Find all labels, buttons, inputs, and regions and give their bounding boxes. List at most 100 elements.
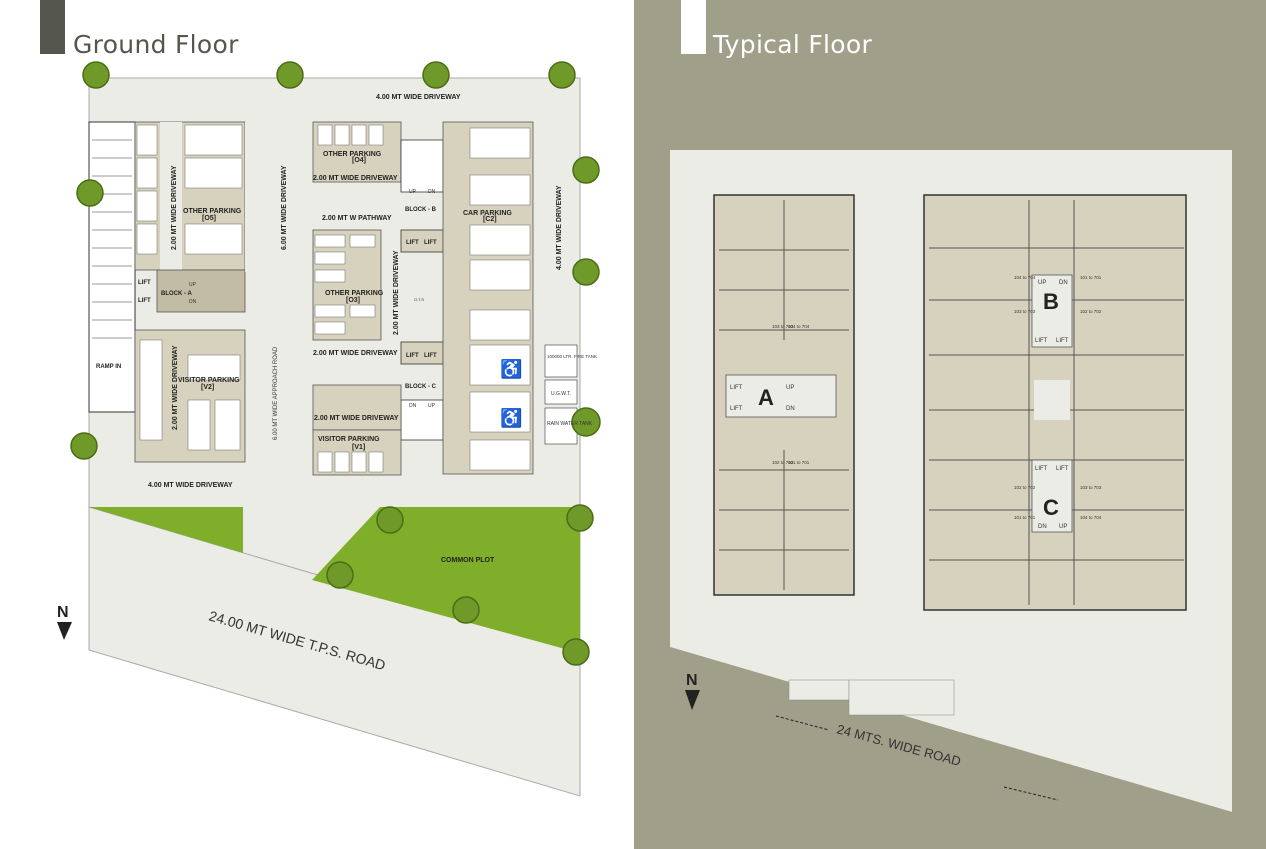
- block-a-lift-1: LIFT: [138, 280, 151, 286]
- parking-stalls-v1: [317, 451, 384, 473]
- trees: [70, 61, 601, 666]
- block-b-dn: DN: [428, 189, 436, 195]
- block-c-stair: [400, 399, 444, 441]
- block-c-label: BLOCK - C: [405, 384, 437, 390]
- c-dn: DN: [1038, 524, 1047, 530]
- block-b-lift-2: LIFT: [424, 240, 437, 246]
- c-unit-101: 101 to 701: [1014, 515, 1036, 520]
- a-unit-102: 102 to 702: [772, 460, 794, 465]
- block-c-lift-1: LIFT: [406, 353, 419, 359]
- v2-code: [V2]: [201, 384, 214, 391]
- c-up: UP: [1059, 524, 1067, 530]
- ramp-stripes: [92, 139, 132, 339]
- typical-floor-panel: Typical Floor A B C: [634, 0, 1266, 849]
- c-unit-102: 102 to 702: [1014, 485, 1036, 490]
- typical-floor-title: Typical Floor: [713, 30, 873, 59]
- a-unit-103: 103 to 703: [772, 324, 794, 329]
- fire-tank: [544, 344, 578, 378]
- block-a-walls: [719, 200, 849, 590]
- other-parking-o3-label: OTHER PARKING: [325, 290, 384, 297]
- approach-6m-label: 6.00 MT WIDE DRIVEWAY: [281, 165, 288, 250]
- rain-water-tank-label: RAIN WATER TANK: [547, 421, 593, 427]
- block-a-lift-2: LIFT: [138, 298, 151, 304]
- approach-road-top: [245, 122, 313, 272]
- c-lift-2: LIFT: [1056, 466, 1069, 472]
- other-parking-o4-label: OTHER PARKING: [323, 151, 382, 158]
- lawn-left: [89, 507, 243, 553]
- driveway-2m-vertical-mid-label: 2.00 MT WIDE DRIVEWAY: [393, 250, 400, 335]
- north-arrow-icon: [685, 690, 700, 710]
- b-dn: DN: [1059, 280, 1068, 286]
- typical-floor-plan: A B C LIFT LIFT UP DN 103 to 703 104 to …: [670, 150, 1232, 849]
- block-c-dn: DN: [409, 403, 417, 409]
- block-c-up: UP: [428, 403, 436, 409]
- block-bc-void: [1034, 380, 1070, 420]
- title-accent-bar: [681, 0, 706, 54]
- b-lift-2: LIFT: [1056, 338, 1069, 344]
- driveway-2m-a-label: 2.00 MT WIDE DRIVEWAY: [313, 175, 398, 182]
- ramp-in-label: RAMP IN: [96, 364, 121, 370]
- parking-o3-area: [312, 229, 382, 341]
- ramp-block: [88, 121, 136, 413]
- driveway-bottom-label: 4.00 MT WIDE DRIVEWAY: [148, 482, 233, 489]
- common-plot-lawn: [312, 507, 580, 653]
- block-b-up: UP: [409, 189, 417, 195]
- c2-code: [C2]: [483, 216, 497, 223]
- block-a-core: [156, 269, 246, 313]
- driveway-left-vertical-label: 2.00 MT WIDE DRIVEWAY: [171, 165, 178, 250]
- driveway-2m-vertical-left-label: 2.00 MT WIDE DRIVEWAY: [172, 345, 179, 430]
- north-arrow-icon: [57, 622, 72, 640]
- gate-structure: [788, 679, 850, 701]
- parking-stalls-o5: [136, 124, 243, 255]
- block-b-lift-1: LIFT: [406, 240, 419, 246]
- a-lift-1: LIFT: [730, 385, 743, 391]
- driveway-o5: [160, 122, 182, 270]
- block-letter-a: A: [758, 385, 774, 410]
- block-a-dn: DN: [189, 299, 197, 305]
- parking-stalls-o3: [314, 234, 376, 335]
- block-b-label: BLOCK - B: [405, 207, 437, 213]
- parking-stalls-o4: [317, 124, 384, 146]
- b-lift-1: LIFT: [1035, 338, 1048, 344]
- ugwt-tank: [544, 379, 578, 405]
- a-unit-104: 104 to 704: [788, 324, 810, 329]
- ground-floor-panel: Ground Floor: [40, 0, 601, 797]
- parking-stalls-c2: [469, 127, 531, 471]
- rain-water-tank: [544, 407, 578, 445]
- driveway-2m-b-label: 2.00 MT WIDE DRIVEWAY: [313, 350, 398, 357]
- block-letter-b: B: [1043, 289, 1059, 314]
- block-a-core: [725, 374, 837, 418]
- visitor-parking-v2-label: VISITOR PARKING: [178, 377, 240, 384]
- b-up: UP: [1038, 280, 1046, 286]
- common-plot-label: COMMON PLOT: [441, 557, 495, 564]
- a-dn: DN: [786, 406, 795, 412]
- c-unit-103: 103 to 703: [1080, 485, 1102, 490]
- o3-code: [O3]: [346, 297, 360, 304]
- accessible-parking-icon: ♿: [500, 358, 522, 379]
- north-label: N: [686, 672, 698, 689]
- c-lift-1: LIFT: [1035, 466, 1048, 472]
- block-c-core: [1031, 459, 1073, 533]
- fire-tank-label: 100000 LTR. FIRE TANK: [547, 354, 597, 359]
- ots-label: O.T.S: [414, 297, 424, 302]
- block-letter-c: C: [1043, 495, 1059, 520]
- pathway-label: 2.00 MT W PATHWAY: [322, 215, 392, 222]
- approach-road-label: 6.00 MT WIDE APPROACH ROAD: [273, 346, 279, 440]
- a-up: UP: [786, 385, 794, 391]
- ground-floor-title: Ground Floor: [73, 30, 239, 59]
- block-a-up: UP: [189, 282, 197, 288]
- driveway-c-parking: [312, 384, 402, 431]
- b-unit-101: 101 to 701: [1080, 275, 1102, 280]
- block-a-label: BLOCK - A: [161, 291, 192, 297]
- road-dimension-arrows: [775, 715, 1059, 801]
- b-unit-104: 104 to 704: [1014, 275, 1036, 280]
- ugwt-label: U.G.W.T.: [551, 391, 571, 397]
- b-unit-102: 102 to 702: [1080, 309, 1102, 314]
- parking-stalls-v2: [139, 339, 241, 451]
- other-parking-o5-label: OTHER PARKING: [183, 208, 242, 215]
- block-c-lift-2: LIFT: [424, 353, 437, 359]
- block-b-stair: [400, 139, 444, 193]
- driveway-right-vertical-label: 4.00 MT WIDE DRIVEWAY: [556, 185, 563, 270]
- b-unit-103: 103 to 703: [1014, 309, 1036, 314]
- driveway-2m-c-label: 2.00 MT WIDE DRIVEWAY: [314, 415, 399, 422]
